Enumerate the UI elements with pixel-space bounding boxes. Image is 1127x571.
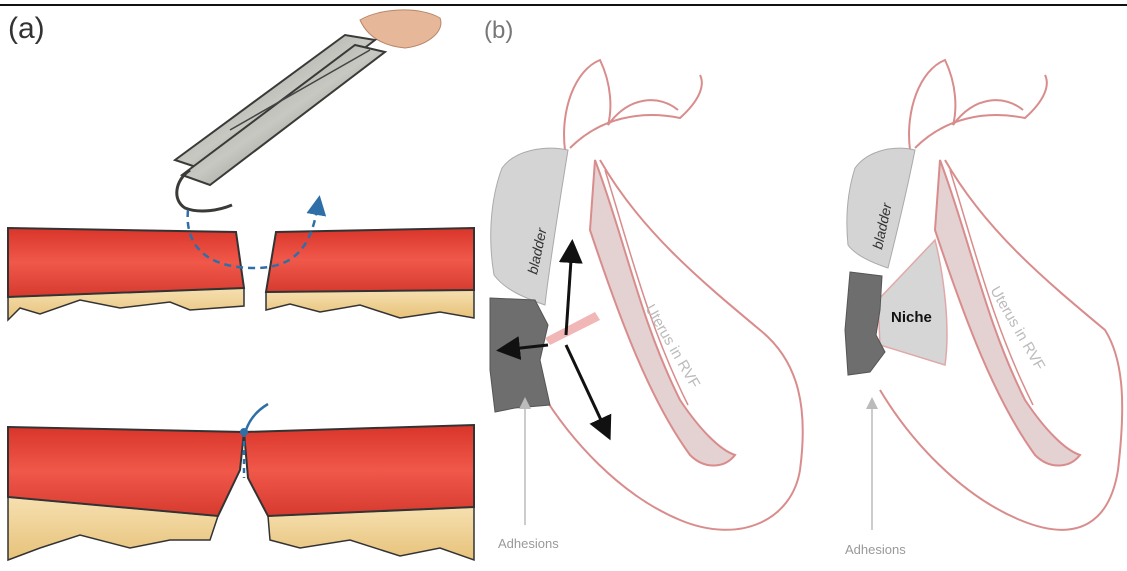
panel-b-label: (b) bbox=[484, 17, 513, 44]
tissue-muscle-bottom-right bbox=[244, 425, 474, 516]
adhesion-mass-left bbox=[490, 298, 550, 412]
tissue-cut bbox=[8, 205, 474, 320]
uterus-top-loop-left bbox=[564, 60, 678, 150]
panel-b: (b) bladder Adhesions Uterus in RVF bbox=[484, 17, 1122, 557]
adhesions-label-left: Adhesions bbox=[498, 536, 559, 551]
arrow-down bbox=[566, 345, 608, 435]
diagram-adhesions: bladder Adhesions Uterus in RVF bbox=[490, 60, 803, 551]
niche-label: Niche bbox=[891, 309, 932, 326]
adhesions-label-right: Adhesions bbox=[845, 542, 906, 557]
arrow-up bbox=[566, 245, 572, 335]
bladder-left bbox=[491, 148, 568, 305]
uterus-outline-left bbox=[540, 75, 803, 530]
tissue-muscle-right bbox=[266, 228, 474, 292]
diagram-niche: bladder Niche Adhesions Uterus in RVF bbox=[845, 60, 1122, 557]
tissue-fat-right bbox=[266, 290, 474, 318]
panel-a: (a) bbox=[8, 10, 474, 560]
uterus-top-loop-right bbox=[909, 60, 1023, 150]
panel-a-label: (a) bbox=[8, 12, 45, 45]
tissue-muscle-left bbox=[8, 228, 244, 297]
forceps-illustration bbox=[175, 10, 441, 211]
tissue-closed bbox=[8, 404, 474, 560]
suture-tail bbox=[246, 404, 268, 430]
